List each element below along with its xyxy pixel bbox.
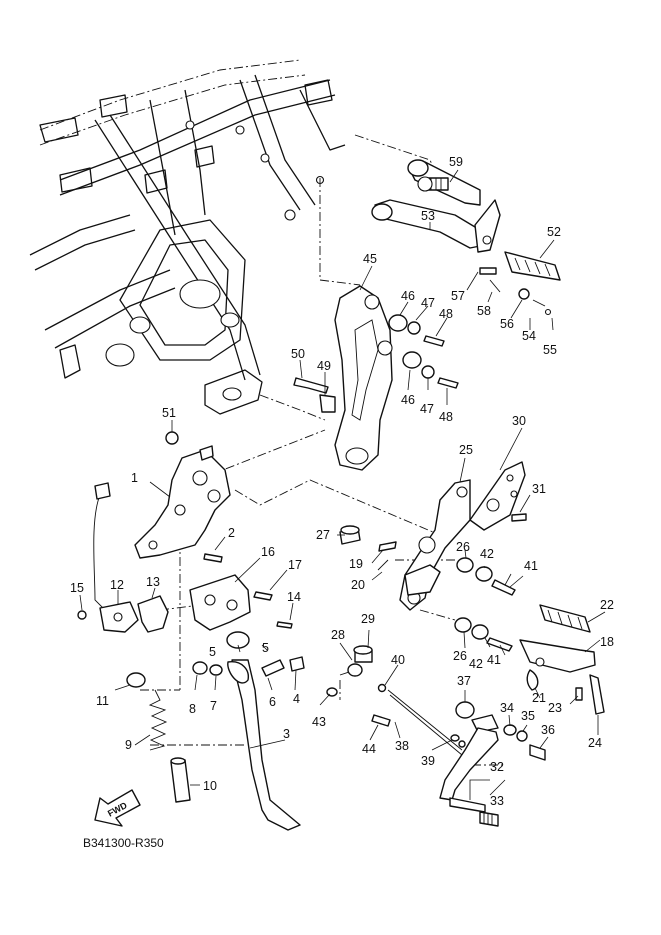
leader-lines [79, 169, 606, 800]
callout-16: 16 [261, 545, 275, 559]
callout-46a: 46 [401, 289, 415, 303]
callout-2: 2 [228, 526, 235, 540]
callout-44: 44 [362, 742, 376, 756]
motorcycle-frame [29, 59, 346, 415]
callout-5a: 5 [209, 645, 216, 659]
callout-45: 45 [363, 252, 377, 266]
bolt-set-46-48 [165, 314, 459, 445]
callout-7: 7 [210, 699, 217, 713]
sidestand-bracket-1 [134, 445, 231, 559]
callout-11: 11 [96, 694, 109, 708]
callout-43: 43 [312, 715, 326, 729]
callout-34: 34 [500, 701, 514, 715]
callout-17: 17 [288, 558, 302, 572]
callout-52: 52 [547, 225, 561, 239]
callout-32: 32 [490, 760, 504, 774]
callout-48a: 48 [439, 307, 453, 321]
callout-33: 33 [490, 794, 504, 808]
callout-47a: 47 [421, 296, 435, 310]
callout-54: 54 [522, 329, 536, 343]
callout-40: 40 [391, 653, 405, 667]
callout-49: 49 [317, 359, 331, 373]
callout-21: 21 [532, 691, 546, 705]
callout-51: 51 [162, 406, 176, 420]
callout-10: 10 [203, 779, 217, 793]
callout-20: 20 [351, 578, 365, 592]
footrest-bracket-45 [334, 285, 393, 471]
callout-1: 1 [131, 471, 138, 485]
footrest-18-22 [519, 604, 605, 715]
callout-30: 30 [512, 414, 526, 428]
callout-8: 8 [189, 702, 196, 716]
diagram-code: B341300-R350 [83, 836, 164, 850]
callout-19: 19 [349, 557, 363, 571]
shift-bracket-25 [399, 461, 527, 611]
sidestand-switch [77, 482, 169, 633]
callout-29: 29 [361, 612, 375, 626]
callout-labels: 1 2 3 4 5 5 6 7 8 9 10 11 12 13 14 15 16… [70, 155, 614, 808]
callout-3: 3 [283, 727, 290, 741]
callout-18: 18 [600, 635, 614, 649]
callout-24: 24 [588, 736, 602, 750]
fwd-arrow-icon: FWD [94, 789, 141, 827]
callout-9: 9 [125, 738, 132, 752]
callout-31: 31 [532, 482, 546, 496]
callout-56: 56 [500, 317, 514, 331]
callout-26a: 26 [456, 540, 470, 554]
callout-12: 12 [110, 578, 124, 592]
callout-42a: 42 [480, 547, 494, 561]
callout-13: 13 [146, 575, 160, 589]
callout-35: 35 [521, 709, 535, 723]
callout-28: 28 [331, 628, 345, 642]
callout-14: 14 [287, 590, 301, 604]
callout-50: 50 [291, 347, 305, 361]
callout-15: 15 [70, 581, 84, 595]
callout-47b: 47 [420, 402, 434, 416]
spring-set [126, 672, 191, 803]
callout-5b: 5 [262, 641, 269, 655]
rear-footrest-bracket [371, 159, 561, 281]
callout-25: 25 [459, 443, 473, 457]
callout-39: 39 [421, 754, 435, 768]
callout-59: 59 [449, 155, 463, 169]
sidestand-3 [192, 631, 305, 831]
callout-55: 55 [543, 343, 557, 357]
shift-pedal-assembly [326, 645, 546, 827]
callout-36: 36 [541, 723, 555, 737]
callout-42b: 42 [469, 657, 483, 671]
callout-38: 38 [395, 739, 409, 753]
callout-26b: 26 [453, 649, 467, 663]
callout-48b: 48 [439, 410, 453, 424]
callout-41a: 41 [524, 559, 538, 573]
callout-27: 27 [316, 528, 330, 542]
callout-57: 57 [451, 289, 465, 303]
bracket-16 [189, 553, 293, 631]
callout-53: 53 [421, 209, 435, 223]
callout-22: 22 [600, 598, 614, 612]
callout-23: 23 [548, 701, 562, 715]
callout-37: 37 [457, 674, 471, 688]
callout-58: 58 [477, 304, 491, 318]
footrest-small-parts [417, 176, 552, 316]
callout-41b: 41 [487, 653, 501, 667]
pivot-parts [339, 525, 516, 652]
callout-4: 4 [293, 692, 300, 706]
callout-46b: 46 [401, 393, 415, 407]
callout-6: 6 [269, 695, 276, 709]
